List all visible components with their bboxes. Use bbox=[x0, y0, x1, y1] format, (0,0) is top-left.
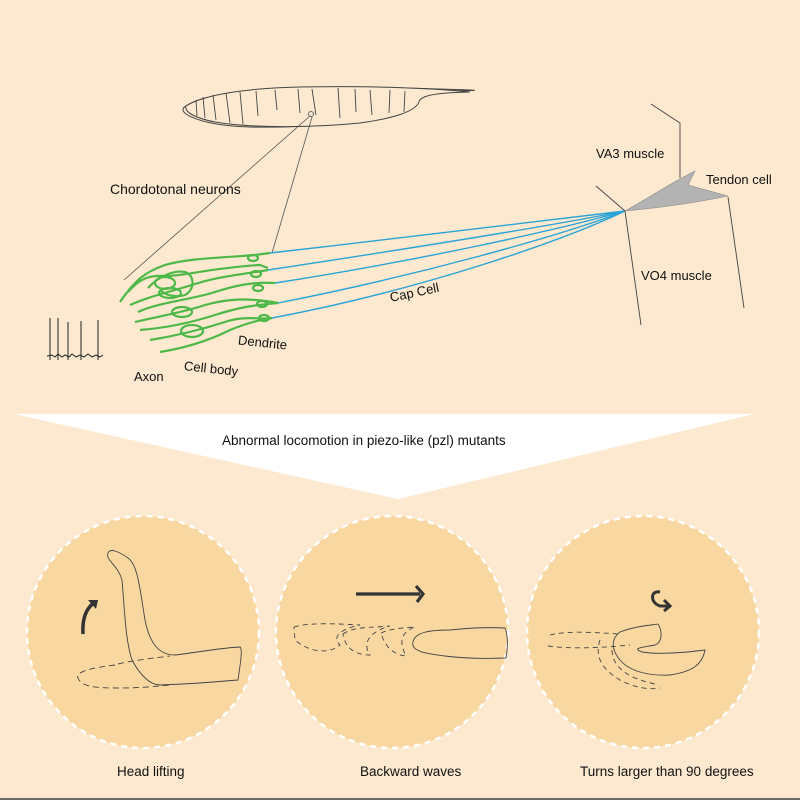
backward-waves-larva bbox=[293, 623, 508, 659]
label-va3-muscle: VA3 muscle bbox=[596, 146, 665, 161]
label-vo4-muscle: VO4 muscle bbox=[641, 268, 712, 283]
banner-title: Abnormal locomotion in piezo-like (pzl) … bbox=[222, 433, 506, 448]
turn-arrow-icon bbox=[651, 590, 673, 613]
muscle-lines bbox=[595, 103, 745, 326]
pointer-line-right bbox=[271, 116, 313, 254]
label-chordotonal-neurons: Chordotonal neurons bbox=[110, 181, 241, 197]
phenotype-circles bbox=[25, 514, 761, 750]
bottom-border bbox=[0, 798, 800, 800]
caption-turns: Turns larger than 90 degrees bbox=[580, 764, 754, 779]
right-arrow-icon bbox=[356, 584, 426, 603]
circle-turns bbox=[525, 514, 761, 750]
curved-up-arrow-head bbox=[88, 600, 98, 609]
head-lifting-larva bbox=[77, 550, 242, 689]
banner-arrow bbox=[14, 414, 754, 499]
larva-illustration bbox=[182, 86, 475, 128]
tendon-cell-shape bbox=[624, 170, 729, 212]
pointer-line-left bbox=[123, 115, 311, 281]
label-axon: Axon bbox=[134, 369, 164, 384]
circle-head-lifting bbox=[25, 514, 261, 750]
caption-head-lifting: Head lifting bbox=[117, 764, 185, 779]
turning-larva bbox=[547, 623, 706, 690]
circle-backward-waves bbox=[274, 514, 510, 750]
label-tendon-cell: Tendon cell bbox=[706, 172, 772, 187]
caption-backward-waves: Backward waves bbox=[360, 764, 462, 779]
spike-trace-icon bbox=[46, 318, 104, 360]
cap-cell-fibers bbox=[267, 210, 626, 319]
chordotonal-neuron-cluster bbox=[119, 251, 279, 354]
